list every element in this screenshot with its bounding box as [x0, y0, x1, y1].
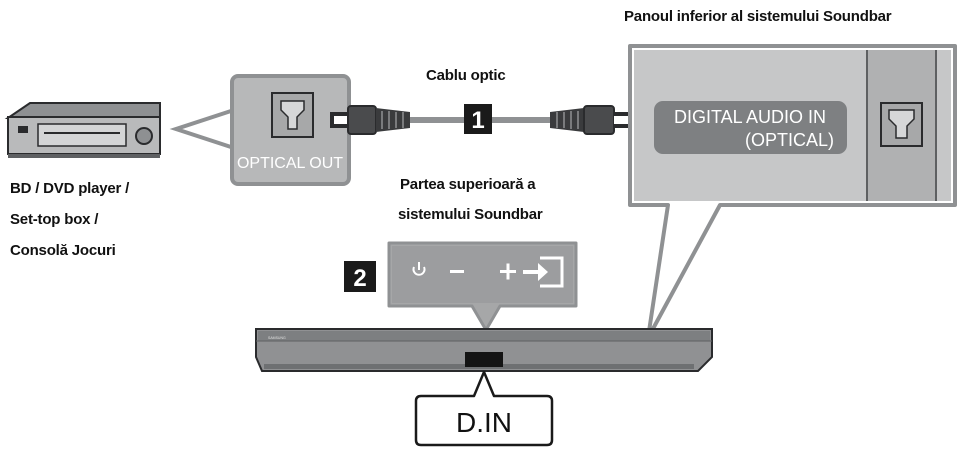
top-panel-callout: [387, 241, 578, 332]
digital-audio-in-label: DIGITAL AUDIO IN: [674, 107, 826, 127]
optical-out-panel: OPTICAL OUT: [230, 74, 351, 186]
step-2-badge: 2: [344, 261, 376, 292]
display-readout: D.IN: [456, 407, 512, 438]
plus-icon[interactable]: [500, 263, 516, 280]
device-label-line1: BD / DVD player /: [10, 180, 130, 197]
minus-icon[interactable]: [450, 270, 464, 273]
callout-pointer: [169, 108, 235, 150]
device-label-line3: Consolă Jocuri: [10, 242, 116, 259]
soundbar-icon: SAMSUNG: [255, 328, 713, 372]
step-2-number: 2: [353, 265, 366, 292]
optical-out-port-icon: [271, 92, 314, 138]
step-1-number: 1: [471, 107, 484, 134]
source-input-icon[interactable]: [523, 256, 564, 288]
top-side-label-line1: Partea superioară a: [400, 176, 536, 193]
soundbar-brand: SAMSUNG: [268, 336, 286, 340]
top-side-label-line2: sistemului Soundbar: [398, 206, 543, 223]
optical-in-port-icon: [880, 102, 923, 147]
cable-label: Cablu optic: [426, 67, 506, 84]
display-window: [465, 352, 503, 367]
device-label-line2: Set-top box /: [10, 211, 99, 228]
optical-out-label: OPTICAL OUT: [237, 155, 343, 172]
digital-audio-in-sub-label: (OPTICAL): [745, 130, 834, 150]
display-callout: D.IN: [414, 370, 554, 447]
dvd-player-icon: [4, 102, 161, 158]
bottom-panel-title: Panoul inferior al sistemului Soundbar: [624, 8, 892, 25]
bottom-panel-callout: DIGITAL AUDIO IN (OPTICAL): [628, 44, 957, 340]
power-icon[interactable]: [412, 262, 426, 276]
step-1-badge: 1: [464, 104, 492, 134]
